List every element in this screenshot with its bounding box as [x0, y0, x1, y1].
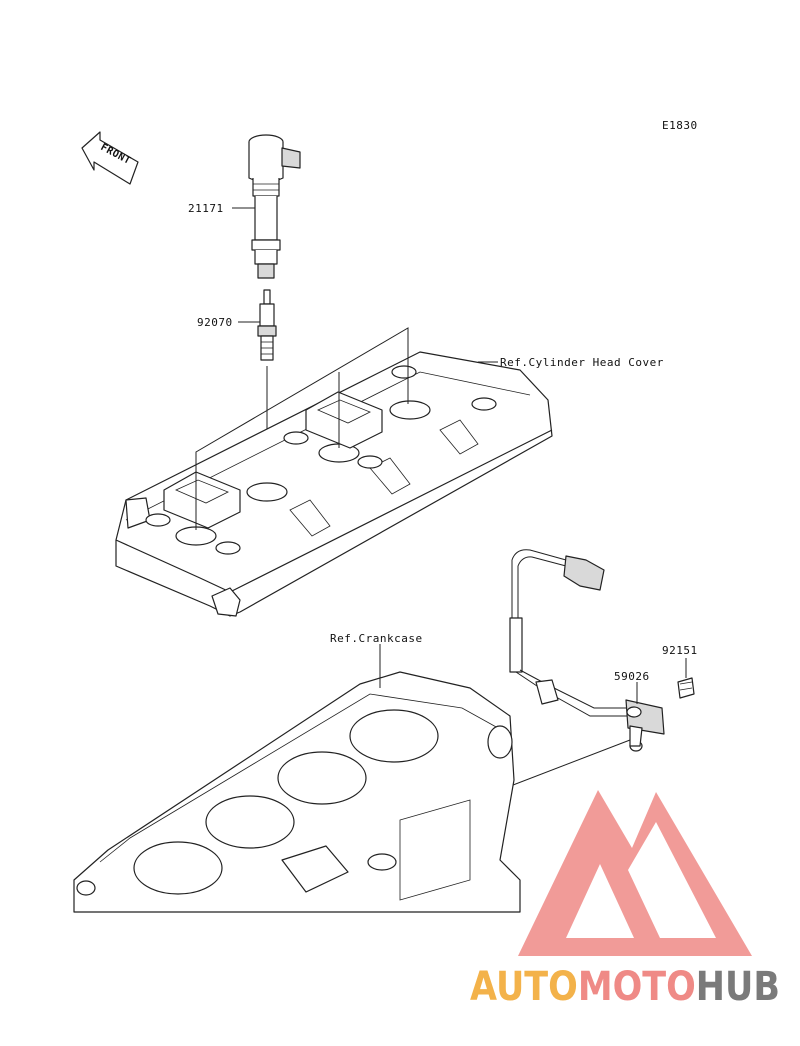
part-number-bolt: 92151: [662, 644, 698, 657]
automotohub-watermark: AUTOMOTOHUB: [470, 790, 780, 1010]
watermark-auto: AUTO: [470, 964, 578, 1010]
part-number-spark-plug: 92070: [197, 316, 233, 329]
watermark-triangle-logo-icon: [518, 790, 752, 956]
watermark-hub: HUB: [696, 964, 780, 1010]
spark-plug: [238, 289, 277, 480]
part-number-sensor: 59026: [614, 670, 650, 683]
sensor-assembly: [499, 549, 695, 791]
part-number-ignition-coil: 21171: [188, 202, 224, 215]
front-arrow-icon: FRONT: [81, 131, 139, 185]
ref-cylinder-head-cover: Ref.Cylinder Head Cover: [500, 356, 664, 369]
watermark-moto: MOTO: [578, 964, 696, 1010]
ref-crankcase: Ref.Crankcase: [330, 632, 423, 645]
cylinder-head-cover: [115, 327, 553, 617]
svg-text:AUTOMOTOHUB: AUTOMOTOHUB: [470, 964, 780, 1010]
diagram-code: E1830: [662, 119, 698, 132]
crankcase: [73, 644, 521, 913]
ignition-coil: [232, 134, 301, 279]
